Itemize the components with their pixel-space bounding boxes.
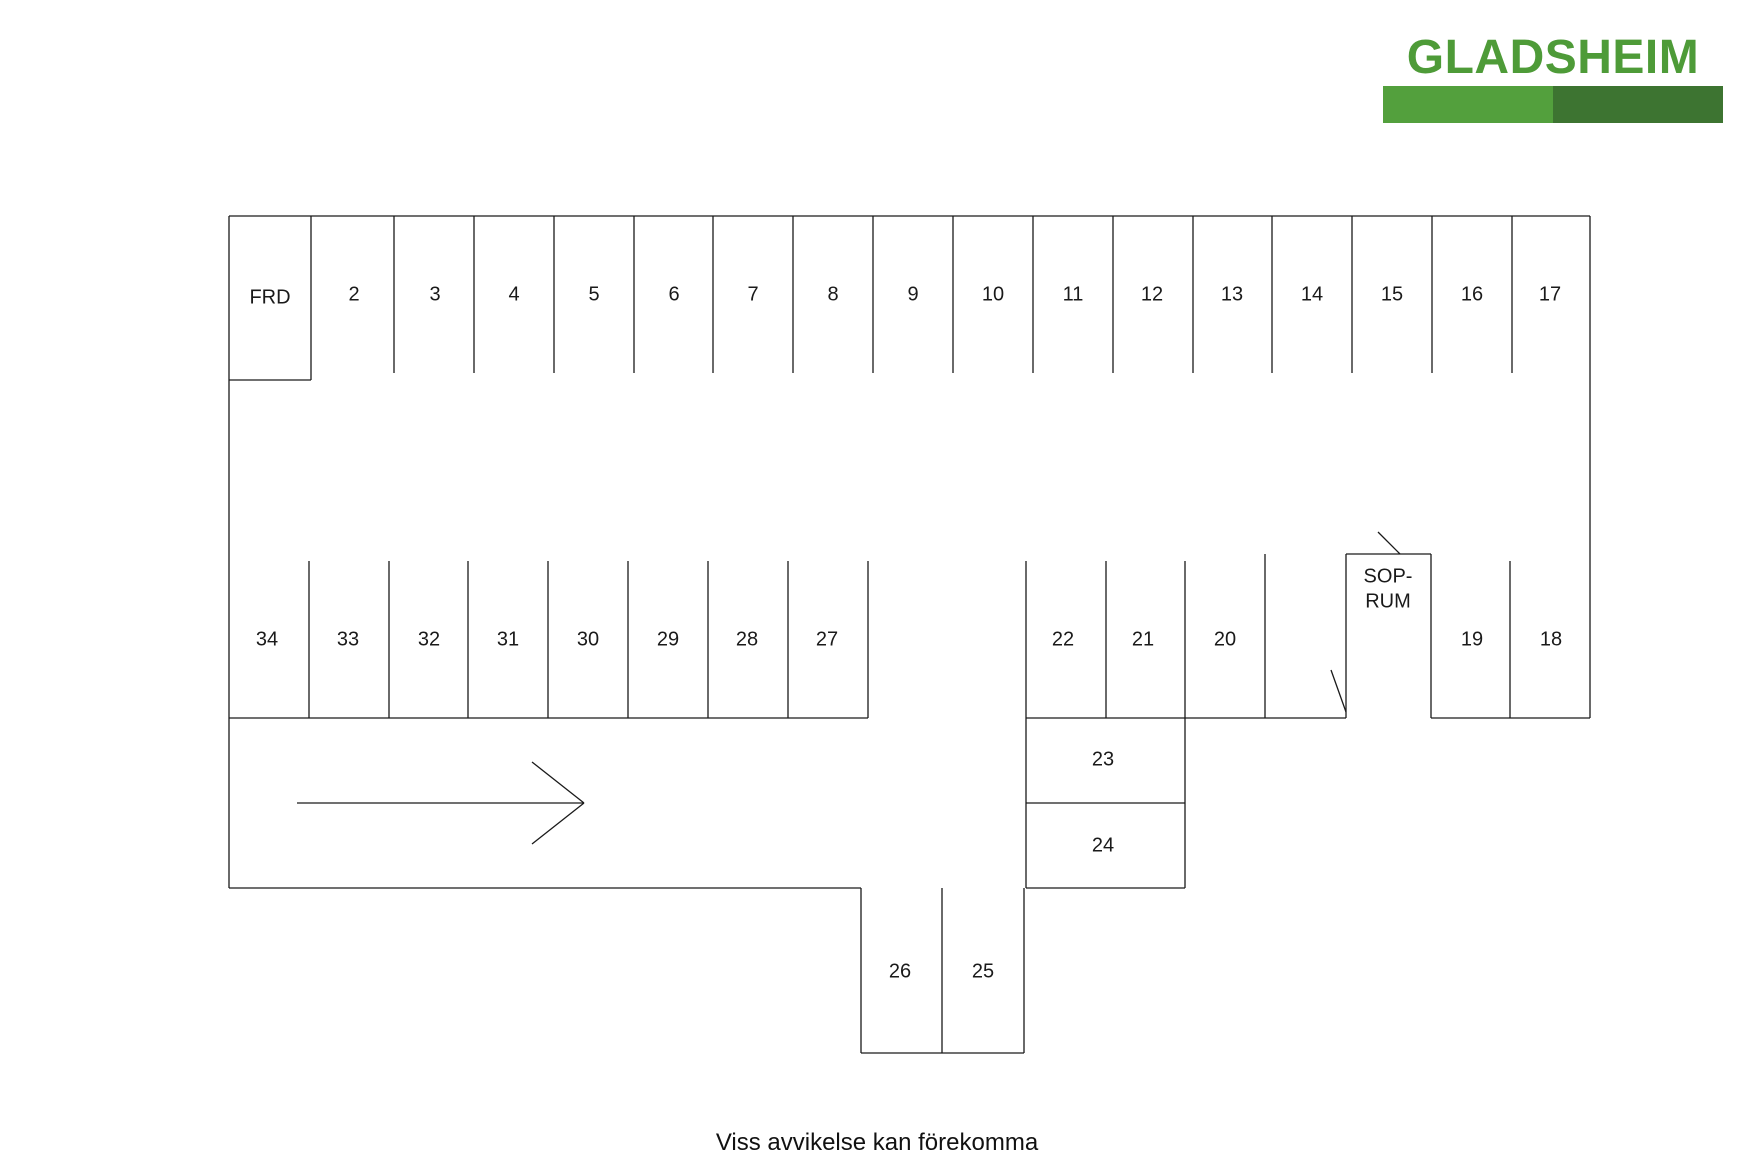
spot-label-10: 10 — [982, 283, 1004, 305]
spot-label-4: 4 — [508, 283, 519, 305]
spot-label-5: 5 — [588, 283, 599, 305]
spot-label-11: 11 — [1063, 283, 1084, 305]
spot-labels: FRD 2 3 4 5 6 7 8 9 10 11 12 13 14 15 16… — [249, 283, 1562, 982]
logo-bar-dark — [1553, 86, 1723, 123]
spot-label-8: 8 — [827, 283, 838, 305]
spot-label-7: 7 — [747, 283, 758, 305]
spot-label-14: 14 — [1301, 283, 1323, 305]
direction-arrow — [297, 761, 585, 845]
spot-label-22: 22 — [1052, 628, 1074, 650]
spot-label-9: 9 — [907, 283, 918, 305]
spot-label-19: 19 — [1461, 628, 1483, 650]
spot-label-20: 20 — [1214, 628, 1236, 650]
spot-label-31: 31 — [497, 628, 519, 650]
spot-label-16: 16 — [1461, 283, 1483, 305]
spot-label-26: 26 — [889, 960, 911, 982]
spot-label-15: 15 — [1381, 283, 1403, 305]
room-label-line2: RUM — [1365, 590, 1411, 612]
logo-bar-light — [1383, 86, 1553, 123]
spot-label-13: 13 — [1221, 283, 1243, 305]
spot-label-12: 12 — [1141, 283, 1163, 305]
spot-label-27: 27 — [816, 628, 838, 650]
spot-label-32: 32 — [418, 628, 440, 650]
logo-text: GLADSHEIM — [1406, 31, 1700, 84]
room-label-line1: SOP- — [1364, 565, 1413, 587]
spot-label-33: 33 — [337, 628, 359, 650]
spot-label-24: 24 — [1092, 834, 1114, 856]
spot-label-34: 34 — [256, 628, 278, 650]
spot-label-6: 6 — [668, 283, 679, 305]
spot-label-3: 3 — [429, 283, 440, 305]
spot-label-frd: FRD — [249, 286, 290, 308]
spot-label-17: 17 — [1539, 283, 1561, 305]
spot-label-28: 28 — [736, 628, 758, 650]
logo: GLADSHEIM — [1383, 26, 1723, 126]
spot-label-30: 30 — [577, 628, 599, 650]
spot-label-25: 25 — [972, 960, 994, 982]
plan-walls — [228, 215, 1591, 1054]
spot-label-29: 29 — [657, 628, 679, 650]
spot-label-21: 21 — [1132, 628, 1154, 650]
disclaimer-text: Viss avvikelse kan förekomma — [715, 1129, 1039, 1156]
spot-label-18: 18 — [1540, 628, 1562, 650]
spot-label-2: 2 — [348, 283, 359, 305]
spot-label-23: 23 — [1092, 748, 1114, 770]
